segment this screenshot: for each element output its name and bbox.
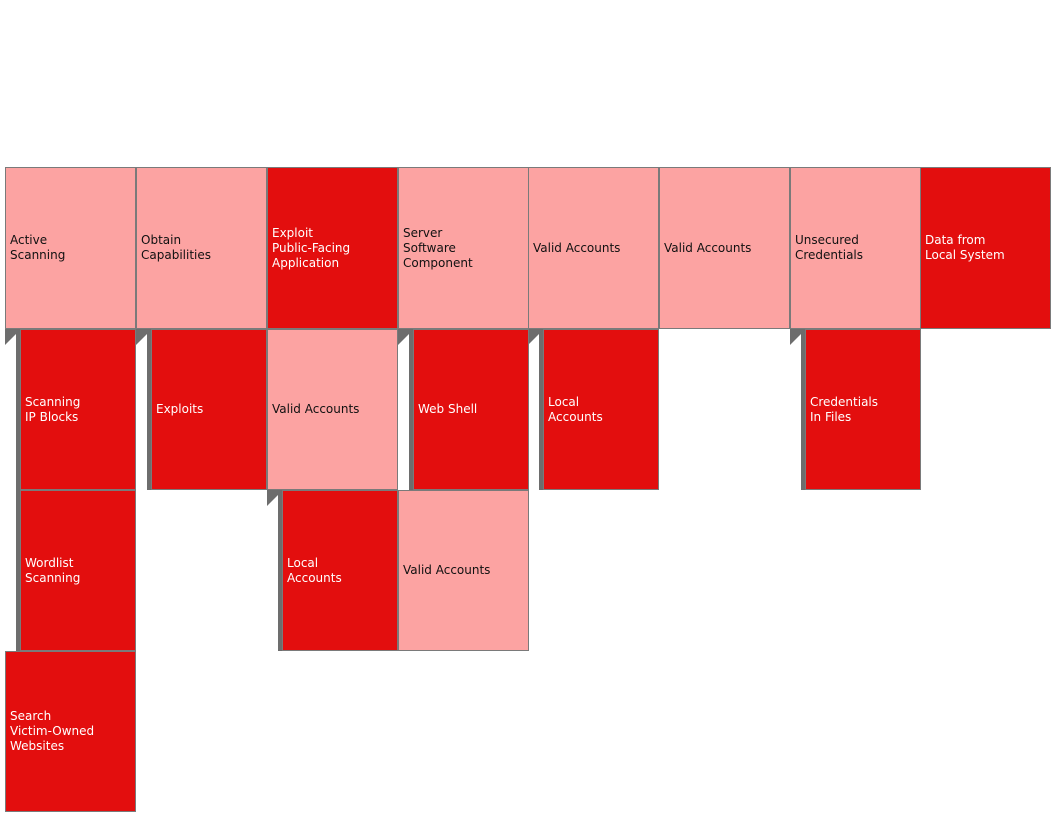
subtechnique-notch <box>398 329 414 345</box>
subtechnique-connector <box>539 329 543 490</box>
technique-label: Obtain Capabilities <box>141 233 211 262</box>
technique-valid-accounts[interactable]: Valid Accounts <box>659 167 790 329</box>
technique-active-scanning[interactable]: Active Scanning <box>5 167 136 329</box>
technique-label: Exploit Public-Facing Application <box>272 225 351 270</box>
subtechnique-scanning-ip-blocks[interactable]: Scanning IP Blocks <box>20 329 136 490</box>
subtechnique-connector <box>147 329 151 490</box>
technique-label: Valid Accounts <box>533 240 621 255</box>
technique-label: Unsecured Credentials <box>795 233 864 262</box>
technique-unsecured-credentials[interactable]: Unsecured Credentials <box>790 167 921 329</box>
subtechnique-connector <box>16 329 20 651</box>
technique-label: Valid Accounts <box>403 563 491 577</box>
subtechnique-local-accounts[interactable]: Local Accounts <box>282 490 398 651</box>
technique-exploit-public-facing-application[interactable]: Exploit Public-Facing Application <box>267 167 398 329</box>
subtechnique-label: Wordlist Scanning <box>25 555 81 585</box>
subtechnique-label: Local Accounts <box>548 394 603 424</box>
subtechnique-connector <box>278 490 282 651</box>
subtechnique-notch <box>267 490 283 506</box>
subtechnique-web-shell[interactable]: Web Shell <box>413 329 529 490</box>
technique-label: Valid Accounts <box>664 240 752 255</box>
technique-obtain-capabilities[interactable]: Obtain Capabilities <box>136 167 267 329</box>
subtechnique-notch <box>5 329 21 345</box>
technique-label: Server Software Component <box>403 225 473 270</box>
subtechnique-local-accounts[interactable]: Local Accounts <box>543 329 659 490</box>
technique-server-software-component[interactable]: Server Software Component <box>398 167 529 329</box>
subtechnique-label: Web Shell <box>418 402 478 416</box>
subtechnique-exploits[interactable]: Exploits <box>151 329 267 490</box>
subtechnique-label: Credentials In Files <box>810 394 879 424</box>
technique-label: Search Victim-Owned Websites <box>10 709 95 753</box>
technique-search-victim-owned-websites[interactable]: Search Victim-Owned Websites <box>5 651 136 812</box>
subtechnique-connector <box>409 329 413 490</box>
technique-valid-accounts[interactable]: Valid Accounts <box>267 329 398 490</box>
technique-data-from-local-system[interactable]: Data from Local System <box>920 167 1051 329</box>
subtechnique-notch <box>528 329 544 345</box>
subtechnique-label: Scanning IP Blocks <box>25 394 81 424</box>
subtechnique-wordlist-scanning[interactable]: Wordlist Scanning <box>20 490 136 651</box>
subtechnique-connector <box>801 329 805 490</box>
subtechnique-credentials-in-files[interactable]: Credentials In Files <box>805 329 921 490</box>
subtechnique-notch <box>136 329 152 345</box>
subtechnique-notch <box>790 329 806 345</box>
technique-label: Active Scanning <box>10 233 66 262</box>
subtechnique-label: Local Accounts <box>287 555 342 585</box>
technique-label: Data from Local System <box>925 233 1005 262</box>
technique-valid-accounts[interactable]: Valid Accounts <box>398 490 529 651</box>
subtechnique-label: Exploits <box>156 402 204 416</box>
technique-label: Valid Accounts <box>272 402 360 416</box>
technique-valid-accounts[interactable]: Valid Accounts <box>528 167 659 329</box>
